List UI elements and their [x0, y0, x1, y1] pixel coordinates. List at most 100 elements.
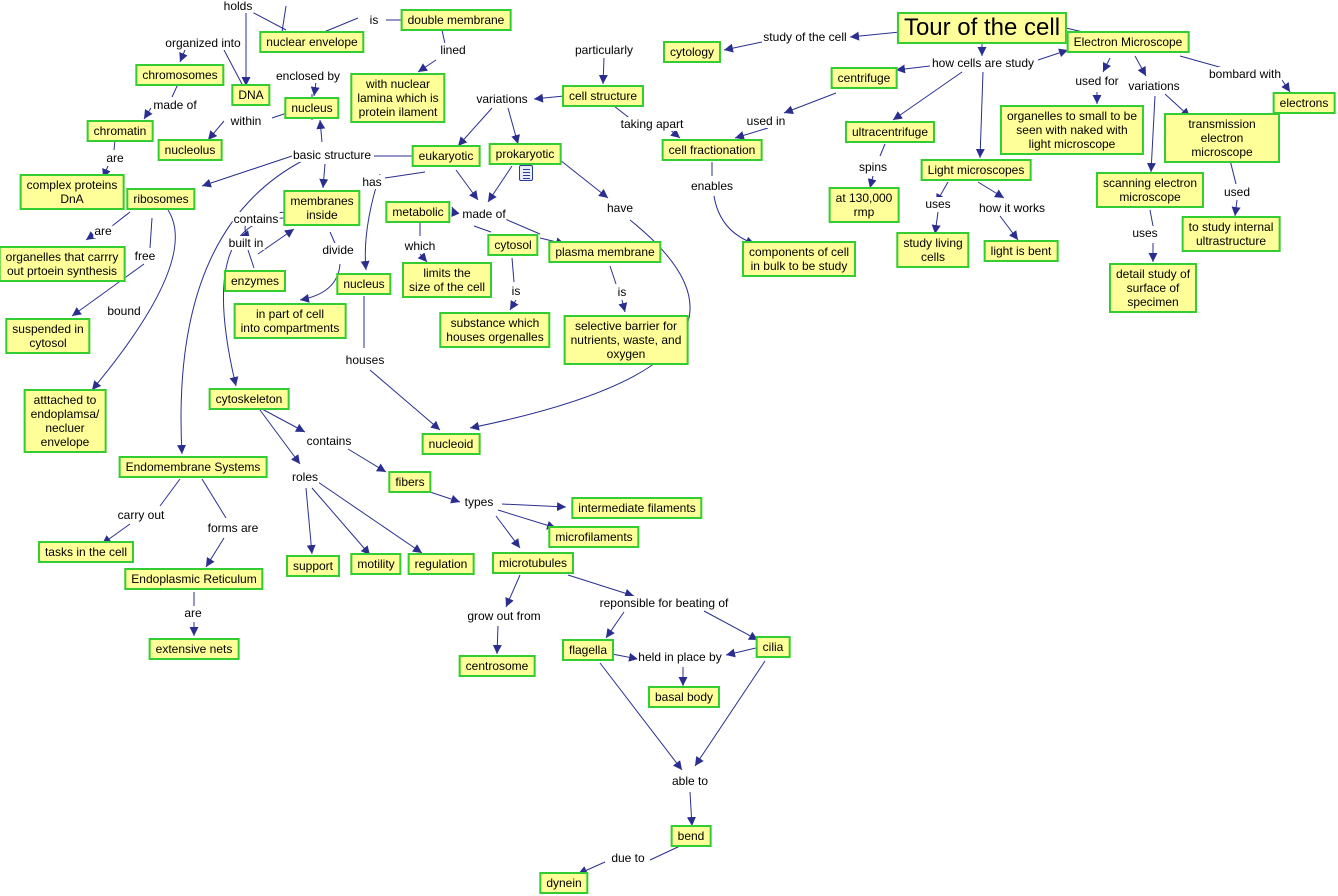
- concept-centrifuge[interactable]: centrifuge: [830, 67, 898, 89]
- link-particularly[interactable]: particularly: [573, 43, 635, 57]
- concept-cytosol[interactable]: cytosol: [487, 234, 539, 256]
- concept-prokaryotic[interactable]: prokaryotic: [488, 143, 562, 165]
- link-made-of-chromatin[interactable]: made of: [152, 98, 198, 112]
- concept-scanning-em[interactable]: scanning electron microscope: [1095, 172, 1205, 208]
- link-variations-em[interactable]: variations: [1127, 79, 1181, 93]
- link-taking-apart[interactable]: taking apart: [619, 117, 685, 131]
- link-organized-into[interactable]: organized into: [164, 36, 242, 50]
- concept-intermediate-filaments[interactable]: intermediate filaments: [571, 497, 703, 519]
- concept-attached-er[interactable]: atttached to endoplamsa/ necluer envelop…: [23, 389, 107, 453]
- link-study-of-the-cell[interactable]: study of the cell: [762, 30, 848, 44]
- concept-plasma-membrane[interactable]: plasma membrane: [548, 241, 662, 263]
- link-enables[interactable]: enables: [689, 179, 735, 193]
- link-enclosed-by[interactable]: enclosed by: [274, 69, 342, 83]
- link-bombard-with[interactable]: bombard with: [1207, 67, 1283, 81]
- concept-to-study-internal[interactable]: to study internal ultrastructure: [1181, 216, 1281, 252]
- link-uses-light[interactable]: uses: [924, 197, 952, 211]
- concept-ribosomes[interactable]: ribosomes: [126, 188, 196, 210]
- link-houses[interactable]: houses: [344, 353, 386, 367]
- concept-microfilaments[interactable]: microfilaments: [548, 526, 640, 548]
- concept-cytology[interactable]: cytology: [662, 41, 722, 63]
- link-has[interactable]: has: [361, 175, 383, 189]
- concept-selective-barrier[interactable]: selective barrier for nutrients, waste, …: [563, 315, 689, 365]
- concept-regulation[interactable]: regulation: [407, 553, 475, 575]
- concept-eukaryotic[interactable]: eukaryotic: [411, 145, 481, 167]
- concept-organelles-protein-synthesis[interactable]: organelles that carrry out prtoein synth…: [0, 246, 126, 282]
- link-free[interactable]: free: [133, 249, 157, 263]
- link-held-in-place-by[interactable]: held in place by: [637, 650, 723, 664]
- link-used-for[interactable]: used for: [1074, 74, 1120, 88]
- concept-metabolic[interactable]: metabolic: [385, 201, 451, 223]
- link-due-to[interactable]: due to: [610, 851, 646, 865]
- concept-bend[interactable]: bend: [670, 825, 712, 847]
- link-is-cytosol[interactable]: is: [510, 284, 522, 298]
- concept-chromosomes[interactable]: chromosomes: [135, 64, 225, 86]
- link-how-it-works[interactable]: how it works: [977, 201, 1047, 215]
- concept-dna[interactable]: DNA: [231, 84, 271, 106]
- concept-nucleus-prokaryotic[interactable]: nucleus: [336, 273, 392, 295]
- concept-chromatin[interactable]: chromatin: [86, 120, 154, 142]
- link-have[interactable]: have: [605, 201, 635, 215]
- link-types[interactable]: types: [463, 495, 495, 509]
- link-within[interactable]: within: [229, 114, 263, 128]
- link-grow-out-from[interactable]: grow out from: [466, 609, 542, 623]
- concept-flagella[interactable]: flagella: [561, 639, 615, 661]
- concept-study-living-cells[interactable]: study living cells: [896, 232, 970, 268]
- concept-light-is-bent[interactable]: light is bent: [983, 240, 1059, 262]
- link-are-ribosomes[interactable]: are: [93, 224, 113, 238]
- concept-cytoskeleton[interactable]: cytoskeleton: [208, 388, 290, 410]
- concept-support[interactable]: support: [285, 555, 341, 577]
- link-basic-structure[interactable]: basic structure: [291, 148, 373, 162]
- link-forms-are[interactable]: forms are: [206, 521, 260, 535]
- link-divide[interactable]: divide: [321, 243, 355, 257]
- concept-membranes-inside[interactable]: membranes inside: [283, 190, 361, 226]
- concept-dynein[interactable]: dynein: [539, 872, 589, 894]
- concept-transmission-em[interactable]: transmission electron microscope: [1164, 113, 1280, 163]
- link-uses-sem[interactable]: uses: [1131, 226, 1159, 240]
- concept-endoplasmic-reticulum[interactable]: Endoplasmic Reticulum: [124, 568, 264, 590]
- concept-motility[interactable]: motility: [350, 553, 402, 575]
- concept-ultracentrifuge[interactable]: ultracentrifuge: [844, 121, 936, 143]
- concept-nucleoid[interactable]: nucleoid: [421, 433, 481, 455]
- link-built-in[interactable]: built in: [227, 236, 265, 250]
- concept-detail-study-surface[interactable]: detail study of surface of specimen: [1108, 263, 1198, 313]
- concept-substance-houses[interactable]: substance which houses orgenalles: [439, 312, 551, 348]
- concept-tour-of-the-cell[interactable]: Tour of the cell: [896, 12, 1068, 44]
- concept-cilia[interactable]: cilia: [755, 636, 791, 658]
- link-is-double-membrane[interactable]: is: [368, 13, 380, 27]
- concept-electron-microscope[interactable]: Electron Microscope: [1066, 31, 1190, 53]
- link-reponsible-for-beating[interactable]: reponsible for beating of: [598, 596, 730, 610]
- link-contains-membranes[interactable]: contains: [232, 212, 280, 226]
- concept-enzymes[interactable]: enzymes: [223, 270, 287, 292]
- concept-components-of-cell[interactable]: components of cell in bulk to be study: [741, 241, 857, 277]
- concept-suspended-in-cytosol[interactable]: suspended in cytosol: [5, 318, 91, 354]
- concept-extensive-nets[interactable]: extensive nets: [148, 638, 240, 660]
- concept-nuclear-envelope[interactable]: nuclear envelope: [259, 31, 365, 53]
- concept-centrosome[interactable]: centrosome: [458, 655, 536, 677]
- concept-double-membrane[interactable]: double membrane: [400, 9, 512, 31]
- concept-light-microscopes[interactable]: Light microscopes: [920, 159, 1032, 181]
- link-able-to[interactable]: able to: [670, 774, 710, 788]
- link-roles[interactable]: roles: [290, 470, 320, 484]
- link-spins[interactable]: spins: [857, 160, 889, 174]
- concept-endomembrane-systems[interactable]: Endomembrane Systems: [118, 456, 268, 478]
- link-lined[interactable]: lined: [439, 43, 467, 57]
- link-holds[interactable]: holds: [222, 0, 254, 13]
- concept-limits-size[interactable]: limits the size of the cell: [401, 262, 493, 298]
- concept-at-130000-rmp[interactable]: at 130,000 rmp: [828, 187, 900, 223]
- concept-complex-proteins[interactable]: complex proteins DnA: [19, 174, 125, 210]
- concept-nucleus-eukaryotic[interactable]: nucleus: [284, 97, 340, 119]
- concept-fibers[interactable]: fibers: [388, 471, 432, 493]
- link-used-in[interactable]: used in: [745, 114, 787, 128]
- concept-nucleolus[interactable]: nucleolus: [157, 139, 223, 161]
- link-used-tem[interactable]: used: [1222, 185, 1252, 199]
- concept-nuclear-lamina[interactable]: with nuclear lamina which is protein ila…: [350, 73, 446, 123]
- concept-in-part-of-cell[interactable]: in part of cell into compartments: [233, 303, 347, 339]
- link-are-er[interactable]: are: [183, 606, 203, 620]
- concept-cell-structure[interactable]: cell structure: [561, 85, 645, 107]
- concept-microtubules[interactable]: microtubules: [491, 552, 575, 574]
- link-which[interactable]: which: [403, 239, 437, 253]
- concept-cell-fractionation[interactable]: cell fractionation: [661, 139, 763, 161]
- link-carry-out[interactable]: carry out: [116, 508, 166, 522]
- link-made-of-prokaryotic[interactable]: made of: [461, 207, 507, 221]
